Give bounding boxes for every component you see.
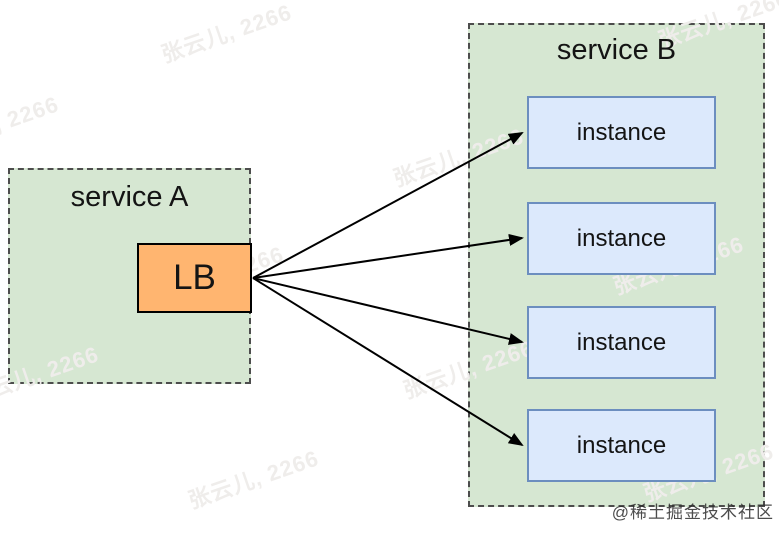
instance-label: instance — [576, 328, 667, 356]
service-b-label: service B — [556, 34, 677, 66]
juejin-watermark: @稀土掘金技术社区 — [611, 503, 774, 522]
watermark-tile: 张云儿, 2266 — [185, 445, 323, 514]
lb-label: LB — [173, 258, 216, 297]
instance-label: instance — [576, 431, 667, 459]
lb-box: LB — [137, 243, 252, 313]
service-a-label: service A — [70, 181, 189, 213]
watermark-tile: 张云儿, 2266 — [158, 0, 296, 68]
instance-box-4: instance — [527, 409, 716, 482]
watermark-tile: 张云儿, 2266 — [0, 91, 63, 160]
instance-box-1: instance — [527, 96, 716, 169]
instance-box-3: instance — [527, 306, 716, 379]
instance-label: instance — [576, 118, 667, 146]
instance-box-2: instance — [527, 202, 716, 275]
instance-label: instance — [576, 224, 667, 252]
